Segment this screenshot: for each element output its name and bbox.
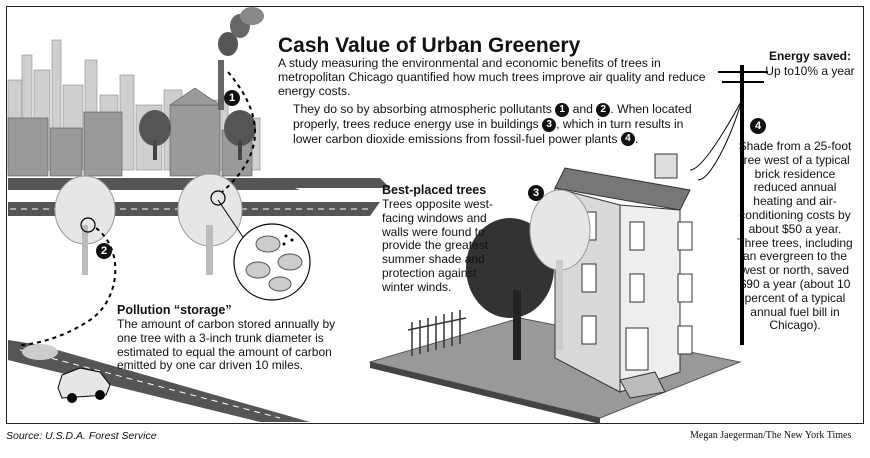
inline-badge-4: 4 [620, 132, 635, 147]
page-title: Cash Value of Urban Greenery [278, 34, 581, 57]
energy-text: Shade from a 25-foot tree west of a typi… [737, 139, 853, 333]
best-placed-text: Trees opposite west-facing windows and w… [382, 197, 493, 294]
best-placed-heading: Best-placed trees [382, 183, 487, 197]
city-buildings [7, 87, 253, 177]
city-trees [139, 110, 256, 160]
smokestack-smoke [218, 7, 264, 110]
inline-badge-3: 3 [542, 117, 557, 132]
intro2-and: and [572, 102, 593, 116]
house-trees [466, 189, 591, 360]
utility-pole [689, 65, 768, 345]
car [22, 344, 111, 403]
intro-text: A study measuring the environmental and … [278, 56, 706, 99]
intro2-part3: , which in turn results in lower carbon … [293, 116, 684, 146]
source-note: Source: U.S.D.A. Forest Service [6, 430, 157, 442]
fence [407, 310, 467, 356]
pollution-text: The amount of carbon stored annually by … [117, 317, 336, 373]
inline-badge-1: 1 [555, 102, 570, 117]
badge-3: 3 [528, 185, 544, 201]
roadside-trees [54, 173, 243, 275]
leaf-magnifier [210, 190, 311, 301]
pollution-heading: Pollution “storage” [117, 303, 232, 317]
intro2-part1: They do so by absorbing atmospheric poll… [293, 102, 552, 116]
badge-1: 1 [224, 90, 240, 106]
energy-heading: Energy saved: [768, 49, 852, 63]
badge-4: 4 [750, 118, 766, 134]
energy-value: Up to10% a year [765, 64, 855, 78]
intro-mechanism-text: They do so by absorbing atmospheric poll… [293, 102, 713, 147]
badge-2: 2 [96, 243, 112, 259]
intro2-part2: . When located properly, trees reduce en… [293, 102, 692, 131]
credit-line: Megan Jaegerman/The New York Times [690, 430, 852, 441]
intro2-part4: . [634, 131, 639, 146]
inline-badge-2: 2 [596, 102, 611, 117]
tree-magnifier-point [80, 217, 96, 233]
brick-house [554, 153, 693, 399]
